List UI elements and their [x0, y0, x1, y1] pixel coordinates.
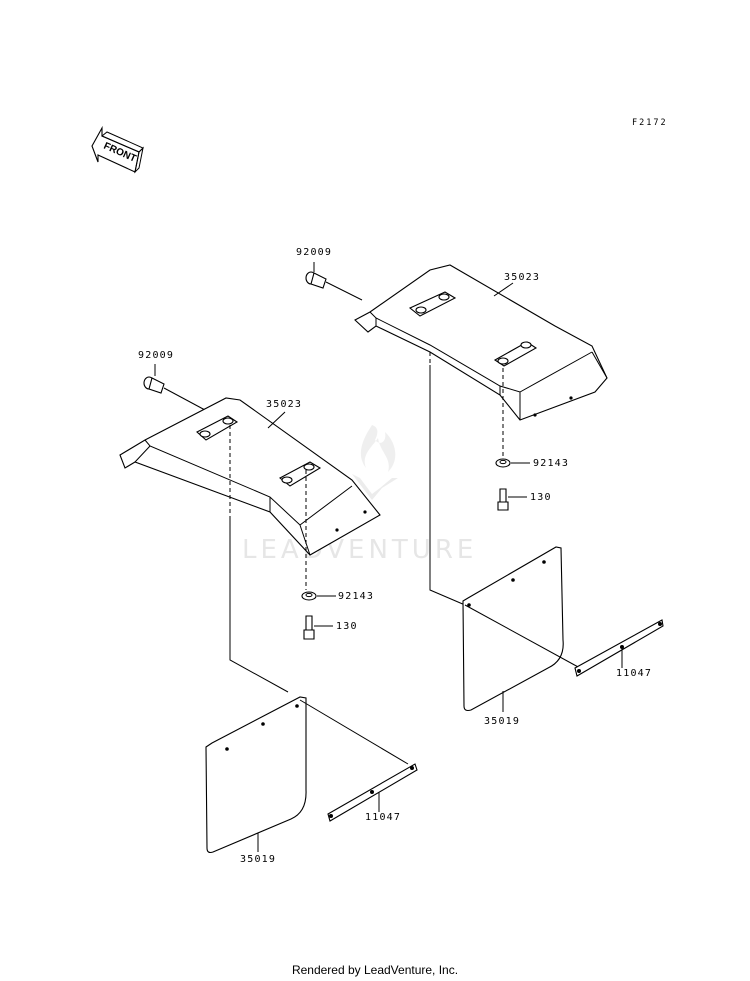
left-flap-35019 [205, 696, 307, 854]
left-cover-label: 35023 [266, 399, 302, 410]
watermark-text: LEADVENTURE [242, 535, 477, 565]
right-flap-label: 35019 [484, 716, 520, 727]
right-cover-label: 35023 [504, 272, 540, 283]
front-arrow-icon: FRONT [91, 125, 144, 174]
right-bolt-92009 [305, 271, 363, 301]
left-bar-label: 11047 [365, 812, 401, 823]
right-screw-130 [497, 488, 509, 511]
left-flap-label: 35019 [240, 854, 276, 865]
right-bar-11047 [574, 619, 664, 677]
right-assembly: 92009 35023 [296, 247, 664, 727]
left-bolt-92009 [143, 376, 206, 411]
left-bolt-label: 92009 [138, 350, 174, 361]
right-bar-label: 11047 [616, 668, 652, 679]
right-screw-label: 130 [530, 492, 552, 503]
footer-credit: Rendered by LeadVenture, Inc. [291, 963, 459, 977]
left-collar-label: 92143 [338, 591, 374, 602]
left-collar-92143 [301, 591, 317, 601]
left-cover-35023 [119, 397, 381, 556]
left-bar-11047 [327, 763, 418, 822]
right-collar-label: 92143 [533, 458, 569, 469]
left-screw-label: 130 [336, 621, 358, 632]
right-cover-35023 [354, 264, 608, 421]
right-flap-35019 [462, 546, 564, 712]
figure-code: F2172 [632, 118, 668, 128]
right-bolt-label: 92009 [296, 247, 332, 258]
left-assembly: 92009 35023 92143 [119, 350, 418, 865]
left-screw-130 [303, 615, 315, 640]
watermark-logo [352, 425, 398, 500]
right-collar-92143 [495, 458, 511, 468]
